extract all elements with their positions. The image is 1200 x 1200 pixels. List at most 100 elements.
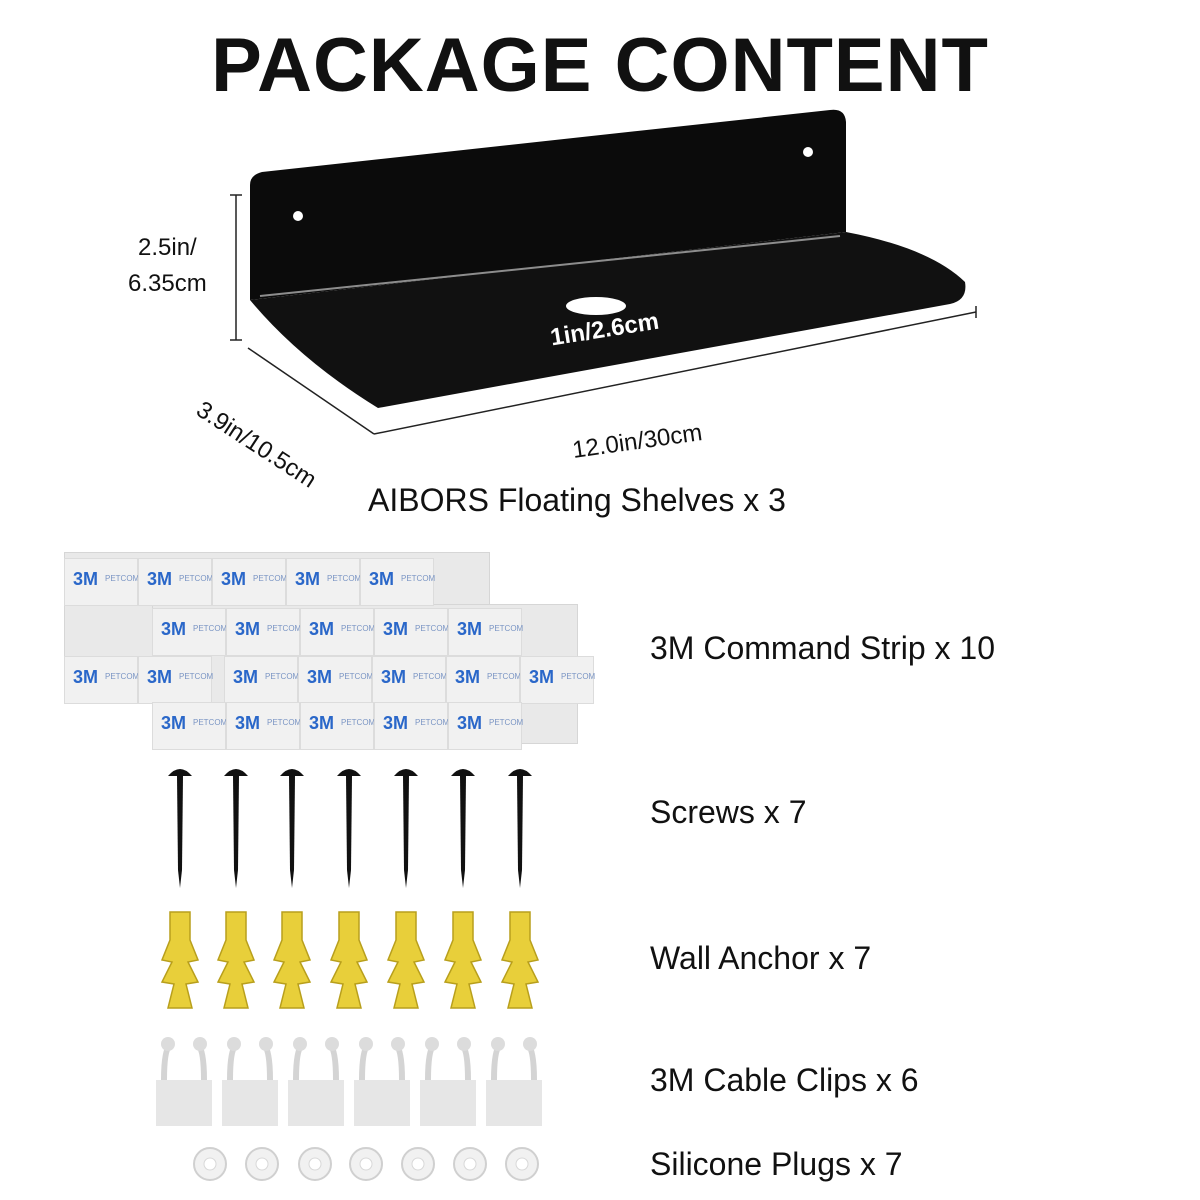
- wall-anchor: [500, 911, 540, 1009]
- strip-3m-logo: 3M: [235, 713, 261, 733]
- strip-3m-logo: 3M: [147, 569, 173, 589]
- shelf-edge-highlight: [259, 235, 841, 297]
- strip-sub-text: PETCOM: [193, 718, 228, 727]
- command-strip-group: 3M PETCOM 3M PETCOM 3M PETCOM 3M PETCOM 3M PETCOM…: [64, 552, 595, 750]
- strip-sub-text: PETCOM: [179, 574, 214, 583]
- strip-sub-text: PETCOM: [327, 574, 362, 583]
- strip-3m-logo: 3M: [383, 713, 409, 733]
- silicone-plug: [193, 1147, 227, 1181]
- screw: [224, 769, 248, 888]
- item-label-command-strip: 3M Command Strip x 10: [650, 630, 996, 666]
- item-label-screws: Screws x 7: [650, 794, 807, 830]
- strip-sub-text: PETCOM: [489, 624, 524, 633]
- shelf-screw-hole-left: [293, 211, 303, 221]
- cable-clip: [420, 1037, 476, 1126]
- screw: [508, 769, 532, 888]
- screw: [280, 769, 304, 888]
- wall-anchor: [386, 911, 426, 1009]
- strip-sub-text: PETCOM: [267, 624, 302, 633]
- strip-3m-logo: 3M: [73, 667, 99, 687]
- strip-sub-text: PETCOM: [105, 672, 140, 681]
- strip-sub-text: PETCOM: [413, 672, 448, 681]
- wall-anchor: [329, 911, 369, 1009]
- silicone-plug: [298, 1147, 332, 1181]
- strip-sub-text: PETCOM: [193, 624, 228, 633]
- strip-sub-text: PETCOM: [561, 672, 596, 681]
- command-strip-tile: 3M PETCOM: [374, 608, 450, 656]
- strip-sub-text: PETCOM: [341, 718, 376, 727]
- strip-sub-text: PETCOM: [489, 718, 524, 727]
- strip-3m-logo: 3M: [457, 619, 483, 639]
- wall-anchor: [443, 911, 483, 1009]
- strip-3m-logo: 3M: [233, 667, 259, 687]
- command-strip-tile: 3M PETCOM: [372, 656, 448, 704]
- shelf-screw-hole-right: [803, 147, 813, 157]
- depth-dim-line: [247, 347, 375, 435]
- strip-3m-logo: 3M: [295, 569, 321, 589]
- strip-3m-logo: 3M: [161, 713, 187, 733]
- command-strip-tile: 3M PETCOM: [300, 608, 376, 656]
- strip-3m-logo: 3M: [161, 619, 187, 639]
- cable-clip: [288, 1037, 344, 1126]
- strip-3m-logo: 3M: [383, 619, 409, 639]
- strip-sub-text: PETCOM: [339, 672, 374, 681]
- silicone-plug: [505, 1147, 539, 1181]
- strip-3m-logo: 3M: [457, 713, 483, 733]
- command-strip-tile: 3M PETCOM: [298, 656, 374, 704]
- strip-sub-text: PETCOM: [265, 672, 300, 681]
- cable-clip: [354, 1037, 410, 1126]
- screw: [337, 769, 361, 888]
- strip-3m-logo: 3M: [381, 667, 407, 687]
- screw: [451, 769, 475, 888]
- strip-3m-logo: 3M: [455, 667, 481, 687]
- item-label-wall-anchor: Wall Anchor x 7: [650, 940, 872, 976]
- strip-sub-text: PETCOM: [415, 624, 450, 633]
- shelf-caption: AIBORS Floating Shelves x 3: [368, 482, 786, 518]
- command-strip-tile: 3M PETCOM: [448, 608, 524, 656]
- screw: [168, 769, 192, 888]
- strip-sub-text: PETCOM: [267, 718, 302, 727]
- strip-sub-text: PETCOM: [253, 574, 288, 583]
- strip-3m-logo: 3M: [73, 569, 99, 589]
- command-strip-tile: 3M PETCOM: [226, 608, 302, 656]
- strip-3m-logo: 3M: [221, 569, 247, 589]
- strip-sub-text: PETCOM: [341, 624, 376, 633]
- command-strip-tile: 3M PETCOM: [520, 656, 596, 704]
- wall-anchor: [160, 911, 200, 1009]
- command-strip-tile: 3M PETCOM: [64, 656, 140, 704]
- strip-3m-logo: 3M: [369, 569, 395, 589]
- cable-clip: [222, 1037, 278, 1126]
- command-strip-tile: 3M PETCOM: [448, 702, 524, 750]
- height-label-1: 2.5in/: [138, 234, 197, 261]
- silicone-plug: [453, 1147, 487, 1181]
- silicone-plug: [349, 1147, 383, 1181]
- shelf-base: [250, 232, 966, 408]
- command-strip-tile: 3M PETCOM: [152, 702, 228, 750]
- page-title: PACKAGE CONTENT: [211, 23, 989, 108]
- command-strip-tile: 3M PETCOM: [152, 608, 228, 656]
- shelf-lip-notch: [566, 297, 626, 315]
- wall-anchor: [272, 911, 312, 1009]
- strip-3m-logo: 3M: [147, 667, 173, 687]
- strip-sub-text: PETCOM: [179, 672, 214, 681]
- screw: [394, 769, 418, 888]
- cable-clip: [156, 1037, 212, 1126]
- strip-sub-text: PETCOM: [487, 672, 522, 681]
- wall-anchor: [216, 911, 256, 1009]
- cable-clip: [486, 1037, 542, 1126]
- strip-3m-logo: 3M: [235, 619, 261, 639]
- command-strip-tile: 3M PETCOM: [286, 558, 362, 606]
- shelf-back-panel: [250, 109, 846, 300]
- strip-3m-logo: 3M: [529, 667, 555, 687]
- height-label-2: 6.35cm: [128, 270, 207, 297]
- strip-3m-logo: 3M: [309, 619, 335, 639]
- command-strip-tile: 3M PETCOM: [138, 558, 214, 606]
- item-label-cable-clips: 3M Cable Clips x 6: [650, 1062, 919, 1098]
- strip-3m-logo: 3M: [307, 667, 333, 687]
- strip-3m-logo: 3M: [309, 713, 335, 733]
- command-strip-tile: 3M PETCOM: [224, 656, 300, 704]
